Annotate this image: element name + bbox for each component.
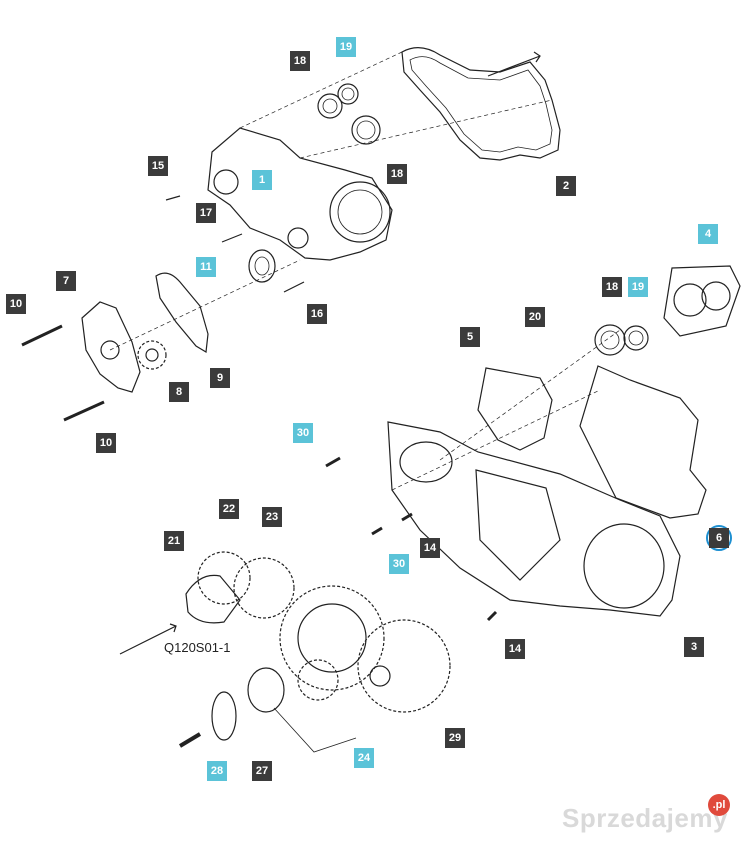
callout-19: 19 (336, 37, 356, 57)
callout-1: 1 (252, 170, 272, 190)
pump-cover-7 (81, 301, 141, 393)
watermark-badge: .pl (708, 794, 730, 816)
highlight-ring (706, 525, 732, 551)
ring-11 (248, 249, 276, 283)
gasket-2-inner (409, 56, 553, 153)
callout-19: 19 (628, 277, 648, 297)
callout-10: 10 (96, 433, 116, 453)
callout-18: 18 (387, 164, 407, 184)
callout-5: 5 (460, 327, 480, 347)
callout-2: 2 (556, 176, 576, 196)
callout-18: 18 (602, 277, 622, 297)
gasket-9 (155, 272, 209, 353)
gear-23 (233, 557, 295, 619)
gasket-6 (579, 365, 707, 519)
callout-23: 23 (262, 507, 282, 527)
callout-16: 16 (307, 304, 327, 324)
gear-8 (137, 340, 167, 370)
housing-1 (207, 127, 393, 261)
callout-30: 30 (293, 423, 313, 443)
callout-11: 11 (196, 257, 216, 277)
gasket-5 (477, 367, 553, 451)
flange-4 (663, 265, 741, 337)
callout-28: 28 (207, 761, 227, 781)
front-plate-3 (387, 421, 681, 617)
gear-22 (197, 551, 251, 605)
bolt-28 (178, 732, 202, 748)
callout-4: 4 (698, 224, 718, 244)
callout-22: 22 (219, 499, 239, 519)
seal-19-a (337, 83, 359, 105)
shaft-21 (185, 574, 241, 624)
bushing-24 (247, 667, 285, 713)
callout-15: 15 (148, 156, 168, 176)
callout-6: 6 (709, 528, 729, 548)
seal-18-a (317, 93, 343, 119)
gear-29 (357, 619, 451, 713)
callout-3: 3 (684, 637, 704, 657)
callout-18: 18 (290, 51, 310, 71)
callout-17: 17 (196, 203, 216, 223)
callout-14: 14 (420, 538, 440, 558)
callout-20: 20 (525, 307, 545, 327)
callout-7: 7 (56, 271, 76, 291)
washer-27 (211, 691, 237, 741)
watermark-text: Sprzedajemy (562, 803, 728, 833)
callout-8: 8 (169, 382, 189, 402)
seal-19-b (623, 325, 649, 351)
seal-18-b (351, 115, 381, 145)
callout-29: 29 (445, 728, 465, 748)
drawing-code: Q120S01-1 (164, 640, 231, 655)
callout-24: 24 (354, 748, 374, 768)
callout-10: 10 (6, 294, 26, 314)
callout-14: 14 (505, 639, 525, 659)
gasket-2 (401, 47, 561, 161)
callout-9: 9 (210, 368, 230, 388)
callout-21: 21 (164, 531, 184, 551)
callout-27: 27 (252, 761, 272, 781)
seal-18-c (594, 324, 626, 356)
callout-30: 30 (389, 554, 409, 574)
gear-large (279, 585, 385, 691)
